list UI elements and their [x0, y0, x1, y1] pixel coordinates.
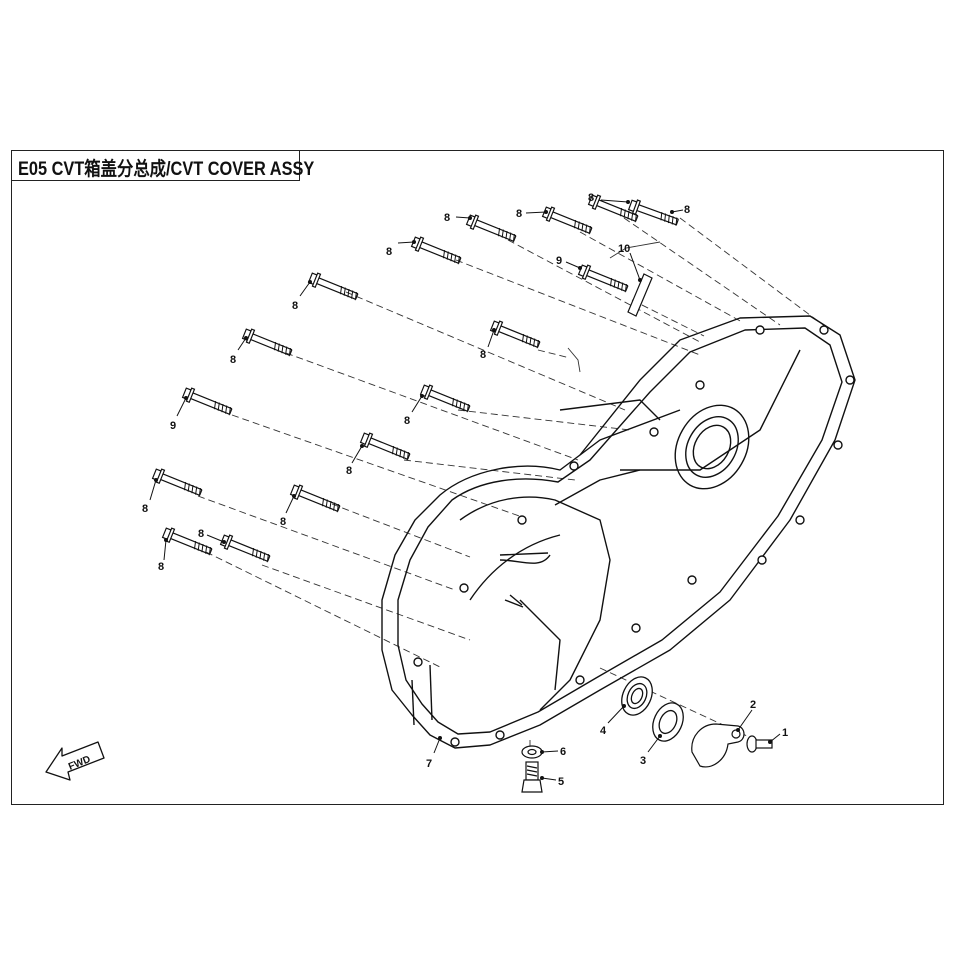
callout-8: 8 [684, 204, 690, 216]
callout-10: 10 [618, 243, 630, 255]
callout-8: 8 [280, 516, 286, 528]
callout-9: 9 [556, 255, 562, 267]
retainer-plate [691, 723, 745, 768]
callout-8: 8 [444, 212, 450, 224]
callout-8: 8 [386, 246, 392, 258]
callout-8: 8 [292, 300, 298, 312]
callout-1: 1 [782, 727, 788, 739]
callout-8: 8 [198, 528, 204, 540]
callout-7: 7 [426, 758, 432, 770]
callout-8: 8 [404, 415, 410, 427]
fwd-arrow-icon: FWD [45, 741, 105, 781]
bolts [151, 192, 681, 566]
callout-8: 8 [588, 192, 594, 204]
title-box: E05 CVT箱盖分总成/CVT COVER ASSY [11, 150, 314, 181]
callout-8: 8 [158, 561, 164, 573]
oil-seal [652, 702, 684, 742]
callout-8: 8 [142, 503, 148, 515]
callout-3: 3 [640, 755, 646, 767]
callout-5: 5 [558, 776, 564, 788]
cvt-cover [381, 315, 856, 749]
callout-8: 8 [230, 354, 236, 366]
screw [746, 735, 773, 753]
callout-2: 2 [750, 699, 756, 711]
washer [521, 745, 543, 759]
leader-lines [149, 199, 781, 781]
page-title: E05 CVT箱盖分总成/CVT COVER ASSY [18, 159, 315, 180]
callout-8: 8 [480, 349, 486, 361]
callout-6: 6 [560, 746, 566, 758]
callout-4: 4 [600, 725, 607, 737]
drain-bolt [521, 761, 543, 793]
callout-8: 8 [516, 208, 522, 220]
callout-8: 8 [346, 465, 352, 477]
bearing [621, 676, 653, 716]
callout-labels: 8 8 8 8 8 9 10 8 8 8 8 9 8 8 8 8 8 1 2 3… [142, 192, 788, 788]
diagram-frame [11, 150, 944, 805]
callout-9: 9 [170, 420, 176, 432]
dowel-pin [627, 273, 653, 317]
assembly-lines [197, 217, 831, 760]
